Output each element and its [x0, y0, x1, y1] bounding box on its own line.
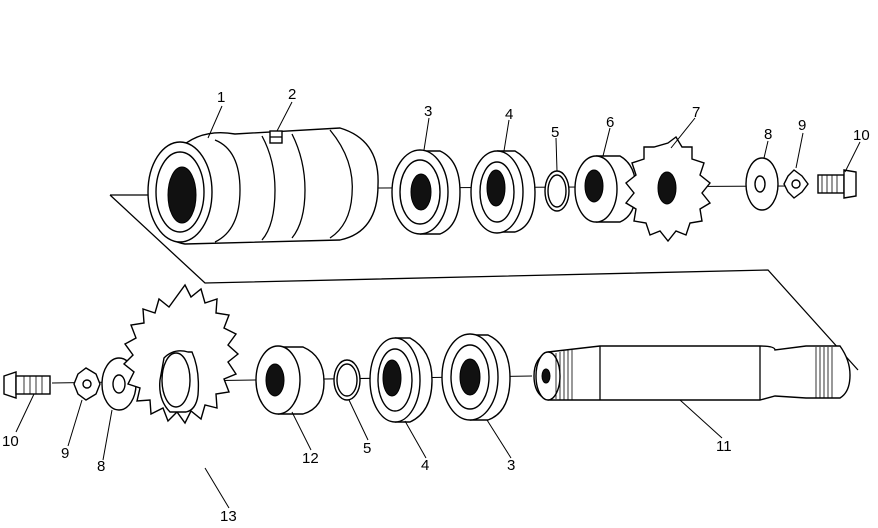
spacer-bottom: [255, 345, 325, 415]
housing: [147, 127, 379, 245]
callout-5-bottom: 5: [363, 440, 371, 457]
washer-top: [745, 157, 779, 211]
grease-fitting: [269, 130, 283, 144]
callout-11: 11: [716, 438, 732, 455]
bolt-top: [817, 169, 857, 199]
callout-1: 1: [217, 89, 225, 106]
callout-7: 7: [692, 104, 700, 121]
assembly-outline: [109, 194, 859, 371]
callout-labels: 1 2 3 4 5 6 7 8 9 10 10 9 8 13 12 5 4 3 …: [2, 86, 870, 525]
callout-4-top: 4: [505, 106, 513, 123]
lock-tab-bottom: [73, 367, 101, 401]
small-sprocket: [624, 135, 712, 243]
bearing-race-bottom: [369, 337, 433, 423]
callout-13: 13: [220, 508, 237, 523]
callout-2: 2: [288, 86, 296, 103]
leader-lines: [15, 101, 861, 509]
callout-4-bottom: 4: [421, 457, 429, 474]
spacer-top: [574, 155, 637, 223]
bearing-bottom: [441, 333, 511, 421]
callout-12: 12: [302, 450, 319, 467]
callout-6: 6: [606, 114, 614, 131]
callout-5-top: 5: [551, 124, 559, 141]
bearing-race-top: [470, 150, 536, 234]
callout-10-bottom: 10: [2, 433, 19, 450]
bearing-top: [391, 149, 461, 235]
bolt-bottom: [3, 371, 51, 399]
callout-9-bottom: 9: [61, 445, 69, 462]
callout-3-bottom: 3: [507, 457, 515, 474]
callout-8-bottom: 8: [97, 458, 105, 475]
lock-tab-top: [783, 169, 809, 199]
snap-ring-top: [544, 170, 570, 212]
callout-8-top: 8: [764, 126, 772, 143]
large-sprocket: [122, 283, 240, 425]
snap-ring-bottom: [333, 359, 361, 401]
callout-3-top: 3: [424, 103, 432, 120]
callout-9-top: 9: [798, 117, 806, 134]
callout-10-top: 10: [853, 127, 870, 144]
shaft: [533, 345, 851, 401]
